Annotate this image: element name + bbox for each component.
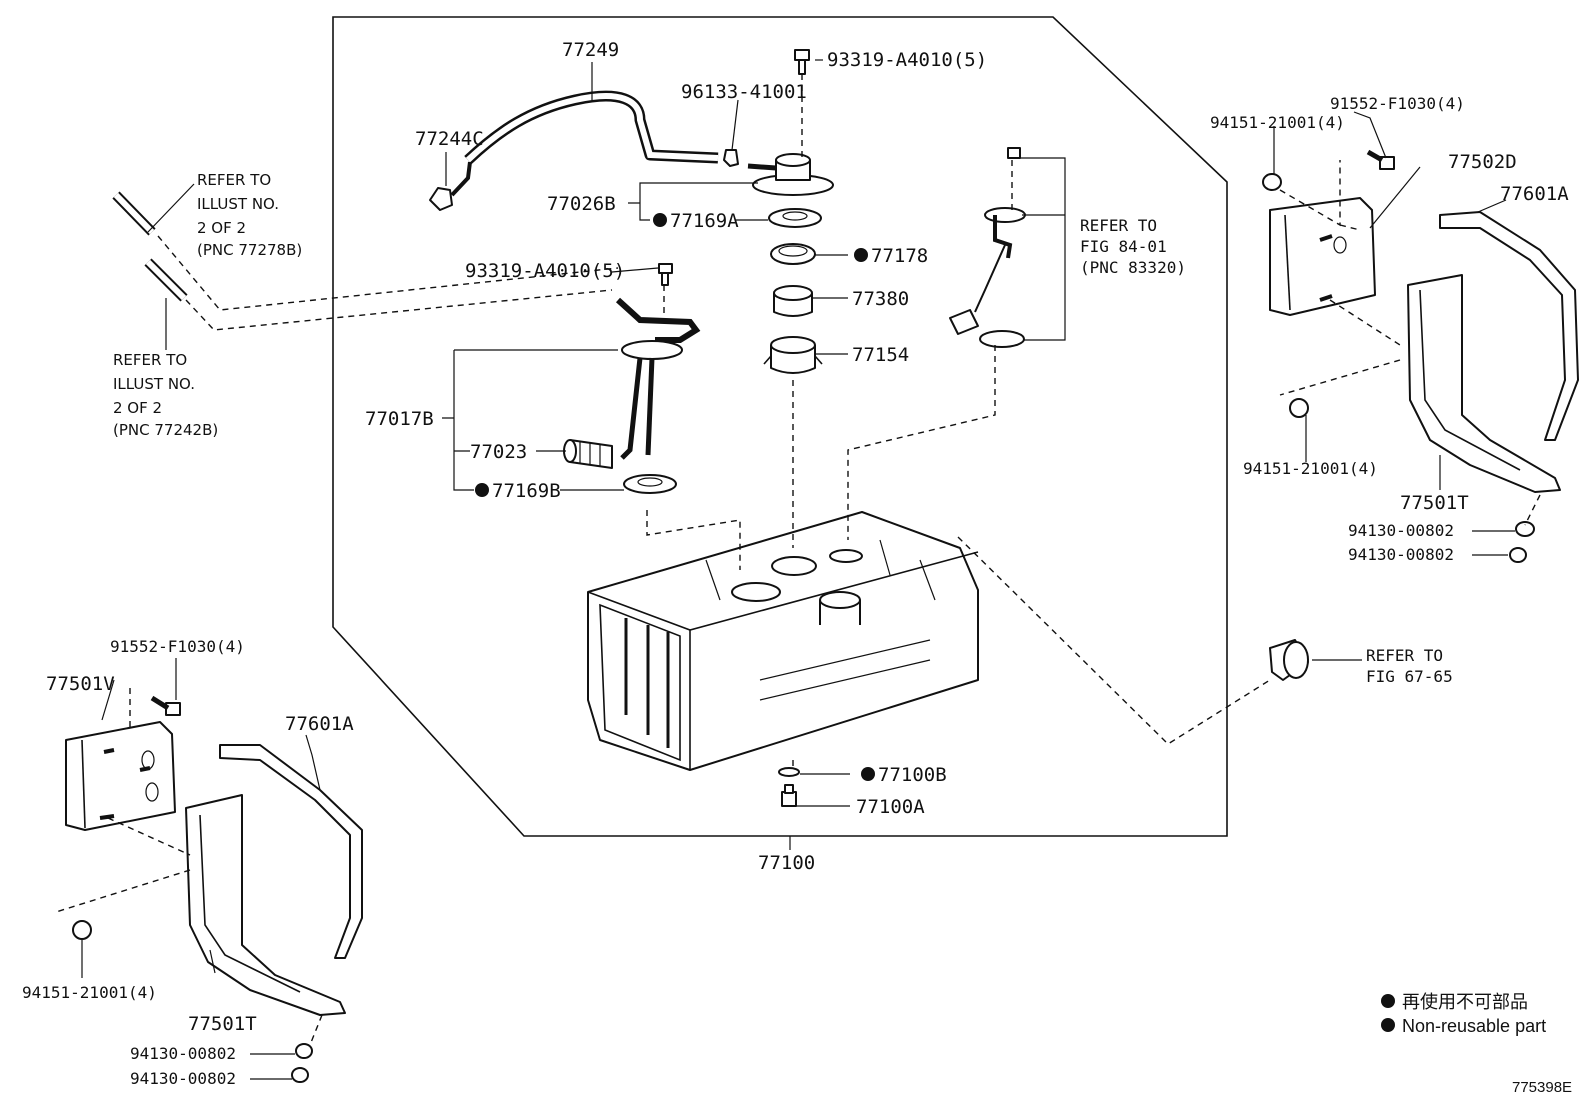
fuel-tank-77100 <box>587 511 979 771</box>
bolt-91552-left <box>150 695 181 716</box>
label-77100: 77100 <box>758 852 815 874</box>
nut-94130-right-b <box>1509 547 1527 563</box>
bolt-93319-mid <box>658 263 673 286</box>
label-93319-a4010-top: 93319-A4010(5) <box>827 49 987 71</box>
band-77501t-right <box>1407 274 1561 493</box>
svg-text:(PNC 77242B): (PNC 77242B) <box>113 421 218 439</box>
label-77100a: 77100A <box>856 796 925 818</box>
leader-lines <box>81 59 1515 1080</box>
svg-text:(PNC 83320): (PNC 83320) <box>1080 258 1186 277</box>
label-77026b: 77026B <box>547 193 616 215</box>
strainer-77023 <box>563 439 613 469</box>
label-77154: 77154 <box>852 344 909 366</box>
svg-text:FIG 84-01: FIG 84-01 <box>1080 237 1167 256</box>
fuel-sender-gauge <box>949 147 1026 348</box>
svg-text:2 OF 2: 2 OF 2 <box>197 219 246 237</box>
gasket-77169a <box>768 208 822 228</box>
label-94151-21001-right-mid: 94151-21001(4) <box>1243 459 1378 478</box>
label-77501t-right: 77501T <box>1400 492 1469 514</box>
figure-id: 775398E <box>1512 1079 1572 1096</box>
suction-tube-77017b <box>615 297 701 460</box>
refer-fig-84-01: REFER TO FIG 84-01 (PNC 83320) <box>1080 216 1186 277</box>
legend-bullet-jp <box>1381 994 1395 1008</box>
svg-text:ILLUST NO.: ILLUST NO. <box>197 195 279 213</box>
label-93319-a4010-mid: 93319-A4010(5) <box>465 260 625 282</box>
non-reusable-bullet-77169b <box>475 483 489 497</box>
nut-94151-right-top <box>1262 173 1282 191</box>
nut-94130-right-a <box>1515 521 1535 537</box>
label-77169b: 77169B <box>492 480 561 502</box>
refer-illust-77242b: REFER TO ILLUST NO. 2 OF 2 (PNC 77242B) <box>113 351 218 439</box>
bracket-77502d <box>1269 197 1376 316</box>
label-96133-41001: 96133-41001 <box>681 81 807 103</box>
legend-text-jp: 再使用不可部品 <box>1402 992 1528 1012</box>
hose-stub-bottom <box>144 258 188 302</box>
cap-77380 <box>773 285 813 317</box>
label-77017b: 77017B <box>365 408 434 430</box>
label-77244c: 77244C <box>415 128 484 150</box>
svg-text:REFER TO: REFER TO <box>1366 646 1443 665</box>
drain-plug-77100a <box>781 784 797 807</box>
clip-96133 <box>723 149 739 167</box>
label-77601a-right: 77601A <box>1500 183 1569 205</box>
label-77501t-left: 77501T <box>188 1013 257 1035</box>
bolt-93319-top <box>794 49 810 75</box>
assembly-dashed-lines <box>55 74 1541 1046</box>
hose-stub-top <box>112 191 156 236</box>
nut-94130-left-b <box>291 1067 309 1083</box>
assembly-boundary <box>332 16 1228 837</box>
vent-valve-77026b <box>747 153 834 196</box>
label-77601a-left: 77601A <box>285 713 354 735</box>
bracket-77501v <box>65 721 176 831</box>
legend: 再使用不可部品 Non-reusable part <box>1381 992 1546 1036</box>
non-reusable-bullet-77100b <box>861 767 875 781</box>
gasket-77178 <box>770 243 816 265</box>
gasket-77169b <box>623 474 677 494</box>
svg-text:ILLUST NO.: ILLUST NO. <box>113 375 195 393</box>
drain-gasket-77100b <box>778 767 800 777</box>
non-reusable-bullet-77169a <box>653 213 667 227</box>
hose-clamp-77244c <box>429 161 472 211</box>
svg-text:REFER TO: REFER TO <box>113 351 187 369</box>
non-reusable-bullet-77178 <box>854 248 868 262</box>
label-94151-21001-left: 94151-21001(4) <box>22 983 157 1002</box>
label-94130-00802-right-b: 94130-00802 <box>1348 545 1454 564</box>
svg-text:REFER TO: REFER TO <box>1080 216 1157 235</box>
label-91552-f1030-left: 91552-F1030(4) <box>110 637 245 656</box>
filler-cap-fig67 <box>1269 639 1309 681</box>
svg-text:REFER TO: REFER TO <box>197 171 271 189</box>
nut-94130-left-a <box>295 1043 313 1059</box>
label-77501v: 77501V <box>46 673 115 695</box>
label-94130-00802-left-b: 94130-00802 <box>130 1069 236 1088</box>
refer-illust-77278b: REFER TO ILLUST NO. 2 OF 2 (PNC 77278B) <box>197 171 302 259</box>
legend-bullet-en <box>1381 1018 1395 1032</box>
label-77100b: 77100B <box>878 764 947 786</box>
strap-77601a-right <box>1439 211 1579 441</box>
label-94130-00802-right-a: 94130-00802 <box>1348 521 1454 540</box>
nut-94151-right-mid <box>1289 398 1309 418</box>
label-77169a: 77169A <box>670 210 739 232</box>
nut-94151-left <box>72 920 92 940</box>
label-77178: 77178 <box>871 245 928 267</box>
band-77501t-left <box>185 794 346 1016</box>
label-77023: 77023 <box>470 441 527 463</box>
label-94130-00802-left-a: 94130-00802 <box>130 1044 236 1063</box>
refer-fig-67-65: REFER TO FIG 67-65 <box>1366 646 1453 686</box>
label-77380: 77380 <box>852 288 909 310</box>
bolt-91552-right <box>1366 149 1395 170</box>
svg-text:(PNC 77278B): (PNC 77278B) <box>197 241 302 259</box>
svg-text:2 OF 2: 2 OF 2 <box>113 399 162 417</box>
cap-77154 <box>763 336 823 374</box>
svg-text:FIG 67-65: FIG 67-65 <box>1366 667 1453 686</box>
label-94151-21001-right-top: 94151-21001(4) <box>1210 113 1345 132</box>
label-77502d: 77502D <box>1448 151 1517 173</box>
label-91552-f1030-right: 91552-F1030(4) <box>1330 94 1465 113</box>
label-77249: 77249 <box>562 39 619 61</box>
legend-text-en: Non-reusable part <box>1402 1016 1546 1036</box>
fuel-hose-77249 <box>464 90 719 165</box>
